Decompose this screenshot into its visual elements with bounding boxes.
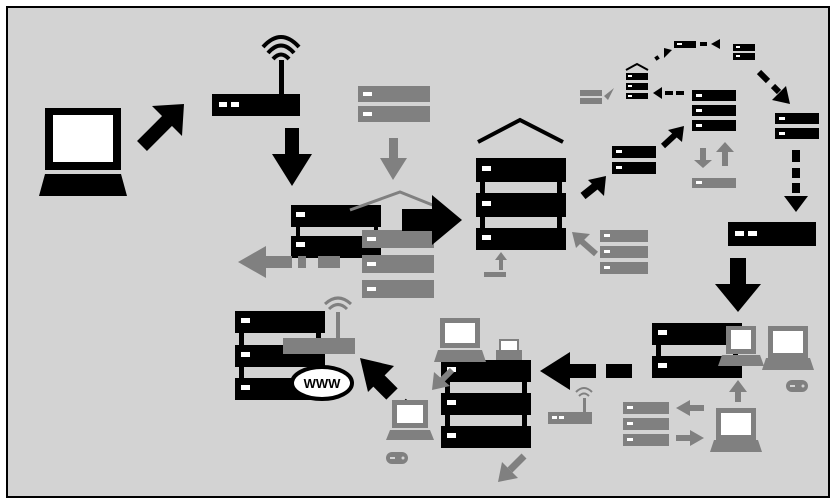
arrow-icon: [484, 252, 507, 277]
server-rack-icon: [625, 62, 649, 99]
arrow-icon: [660, 126, 684, 149]
modem-icon: [728, 222, 816, 246]
server-rack-icon: [358, 86, 430, 122]
arrow-icon: [238, 246, 340, 278]
server-rack-icon: [476, 117, 566, 250]
arrow-icon: [272, 128, 312, 186]
arrow-icon: [676, 400, 704, 446]
arrow-icon: [653, 87, 684, 99]
server-rack-icon: [600, 230, 648, 274]
arrow-icon: [729, 380, 747, 402]
modem-icon: [674, 39, 720, 49]
server-rack-icon: [623, 402, 669, 446]
server-rack-icon: [349, 190, 441, 298]
server-rack-icon: [775, 113, 819, 139]
server-rack-icon: [692, 90, 736, 131]
arrow-icon: [432, 367, 455, 390]
gamepad-icon: [786, 380, 808, 392]
server-rack-icon: [612, 146, 656, 174]
arrow-icon: [784, 150, 808, 212]
laptop-icon: [434, 318, 486, 362]
server-rack-icon: [291, 205, 381, 258]
gamepad-icon: [386, 452, 408, 464]
www-label: WWW: [304, 376, 342, 391]
laptop-icon: [39, 108, 127, 196]
wifi-router-icon: [212, 35, 301, 116]
arrow-icon: [380, 138, 407, 180]
arrow-icon: [580, 176, 606, 200]
laptop-icon: [718, 326, 764, 366]
laptop-icon: [762, 326, 814, 370]
wifi-router-icon: [548, 387, 593, 424]
arrow-icon: [692, 142, 736, 188]
server-rack-icon: [580, 88, 614, 104]
arrow-icon: [402, 195, 462, 245]
server-rack-icon: [733, 44, 755, 60]
arrow-icon: [756, 69, 790, 104]
laptop-icon: [710, 408, 762, 452]
wifi-router-icon: [283, 296, 355, 354]
arrow-icon: [137, 104, 184, 151]
laptop-icon: [386, 400, 434, 440]
globe-label-icon: WWW: [290, 365, 354, 401]
server-rack-icon: [652, 323, 742, 378]
arrow-icon: [654, 48, 672, 61]
arrow-icon: [572, 232, 598, 257]
printer-icon: [496, 339, 522, 360]
arrow-icon: [498, 453, 527, 482]
arrow-icon: [715, 258, 761, 312]
arrow-icon: [540, 352, 632, 390]
server-rack-icon: [441, 360, 531, 448]
